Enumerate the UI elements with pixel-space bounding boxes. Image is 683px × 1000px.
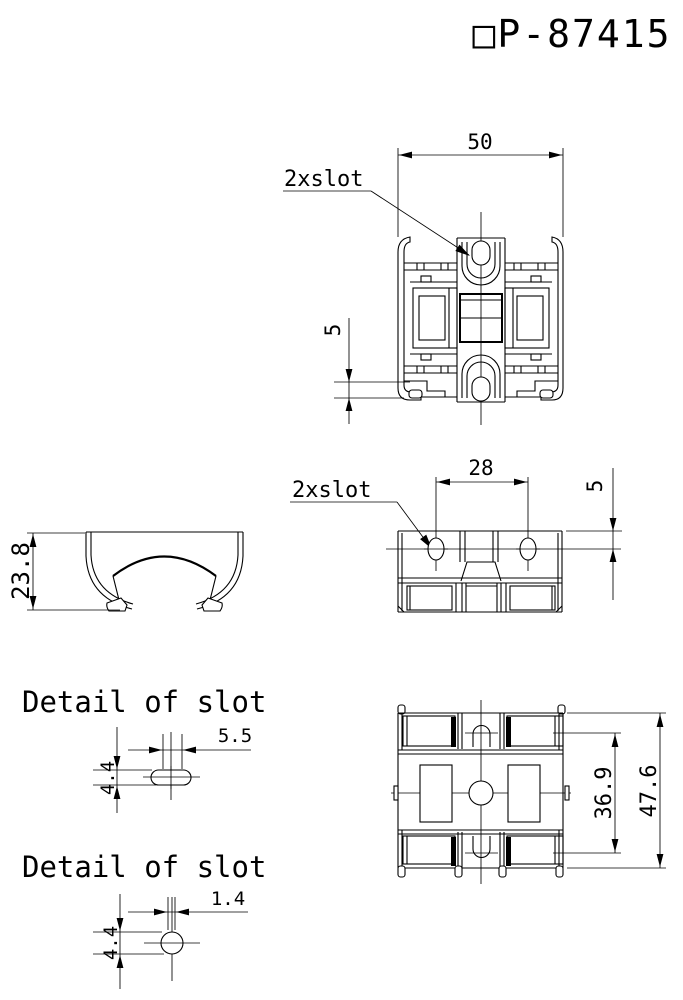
dim-slot-spacing-28: 28 <box>436 456 528 486</box>
side-height-dim-label: 23.8 <box>7 542 35 600</box>
dim-slot-height-4-4: 4.4 <box>93 727 156 813</box>
dim-arrow <box>113 756 121 769</box>
dim-slot-width-1-4: 1.4 <box>128 888 248 930</box>
dim-arrow <box>29 596 37 609</box>
top-slot-callout: 2xslot <box>283 167 470 256</box>
dim-arrow <box>345 398 353 411</box>
dim-arrow <box>176 908 189 916</box>
top-slot-callout-label: 2xslot <box>284 167 363 192</box>
dim-arrow <box>514 478 527 486</box>
dim-arrow <box>116 955 124 968</box>
part-number-title: □P-87415 <box>472 12 671 56</box>
front-view-part <box>397 530 563 613</box>
dim-arrow <box>549 151 562 159</box>
dim-arrow <box>611 734 619 747</box>
side-view-part <box>85 531 244 612</box>
dim-arrow <box>116 918 124 931</box>
dim-arrow <box>113 786 121 799</box>
top-width-dim-label: 50 <box>467 130 492 154</box>
dim-arrow <box>345 369 353 382</box>
dim-arrow <box>656 714 664 727</box>
dim-arrow <box>183 746 196 754</box>
dim-slot-height2-4-4: 4.4 <box>93 894 164 989</box>
bottom-slot-arch <box>472 836 491 858</box>
saddle-arch <box>112 555 217 577</box>
slot-detail-1: Detail of slot 5.5 4.4 <box>22 685 266 813</box>
bottom-overall-height-dim-label: 47.6 <box>637 765 662 818</box>
dim-overall-height-47-6: 47.6 <box>567 712 666 869</box>
leader-line <box>370 190 470 256</box>
dim-slot-length-5-5: 5.5 <box>128 725 252 769</box>
dim-inner-height-36-9: 36.9 <box>553 732 621 854</box>
dim-arrow <box>399 151 412 159</box>
dim-arrow <box>154 908 167 916</box>
dim-foot-5: 5 <box>321 318 410 424</box>
left-foot-hook <box>106 597 128 612</box>
top-slot-arch <box>472 725 491 747</box>
dim-arrow <box>149 746 162 754</box>
bottom-view: 36.9 47.6 <box>391 700 666 884</box>
leader-arrow <box>455 244 470 256</box>
bottom-inner-height-dim-label: 36.9 <box>592 767 617 820</box>
front-slot-offset-dim-label: 5 <box>583 480 607 493</box>
side-view: 23.8 <box>7 531 244 612</box>
detail2-width-dim-label: 1.4 <box>211 888 245 910</box>
bottom-view-part <box>393 704 570 878</box>
center-hole <box>468 780 494 806</box>
top-slot-hole <box>471 240 491 266</box>
front-slot-spacing-dim-label: 28 <box>468 456 493 480</box>
dim-arrow <box>29 534 37 547</box>
top-view: 50 2xslot 5 <box>283 130 564 425</box>
front-slot-callout-label: 2xslot <box>292 478 371 503</box>
top-view-part <box>397 236 564 403</box>
dim-slot-offset-5: 5 <box>566 468 622 600</box>
bottom-slot-hole <box>471 376 491 402</box>
dim-arrow <box>609 518 617 531</box>
dim-height-23-8: 23.8 <box>7 532 120 611</box>
dim-arrow <box>437 478 450 486</box>
dim-width-50: 50 <box>397 130 564 237</box>
dim-arrow <box>609 549 617 562</box>
front-slot-callout: 2xslot <box>290 478 432 549</box>
dim-arrow <box>611 839 619 852</box>
slot-detail-2: Detail of slot 1.4 4.4 <box>22 850 266 989</box>
dim-arrow <box>656 854 664 867</box>
front-view: 28 2xslot 5 <box>290 456 622 613</box>
detail2-heading: Detail of slot <box>22 850 266 884</box>
detail1-heading: Detail of slot <box>22 685 266 719</box>
top-foot-dim-label: 5 <box>321 324 345 337</box>
detail1-length-dim-label: 5.5 <box>218 725 252 747</box>
detail2-height-dim-label: 4.4 <box>100 926 122 960</box>
right-foot-hook <box>201 597 223 612</box>
detail1-height-dim-label: 4.4 <box>97 761 119 795</box>
